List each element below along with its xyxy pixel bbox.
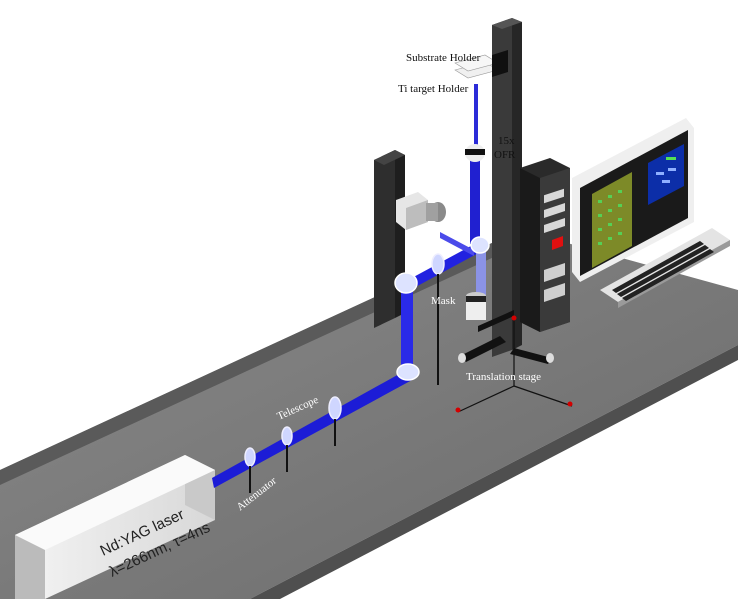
mirror-3 — [470, 236, 490, 254]
mirror-1 — [396, 363, 420, 381]
ti-target-holder-plate — [454, 54, 499, 79]
optics — [244, 50, 508, 493]
attenuator-lens — [244, 447, 256, 467]
left-post — [374, 150, 405, 328]
power-button — [552, 236, 563, 250]
keyboard — [600, 228, 730, 308]
beam-segment-3 — [408, 240, 484, 290]
beam-segment-camera — [440, 232, 474, 256]
computer-tower — [520, 158, 570, 332]
translation-stage — [455, 310, 573, 413]
objective-lens-ofr — [465, 144, 485, 162]
drive-bay — [544, 188, 564, 204]
label-ofr-line2: OFR — [494, 149, 516, 161]
beam-segment-5 — [474, 84, 478, 150]
table-front-edge — [250, 345, 738, 599]
beam-segment-2 — [401, 288, 413, 372]
telescope-lens-1 — [281, 426, 293, 446]
mirror-2 — [394, 272, 418, 294]
axis-markers — [455, 315, 573, 413]
beam-segment-down — [476, 250, 486, 300]
beam-segment-4 — [470, 150, 480, 244]
camera — [396, 192, 446, 230]
label-substrate-holder: Substrate Holder — [406, 52, 481, 64]
substrate-holder-arm — [492, 50, 508, 77]
telescope-lens-2 — [328, 396, 342, 420]
label-ti-target-holder: Ti target Holder — [398, 83, 469, 95]
right-post — [492, 18, 522, 357]
axis-lines — [457, 316, 573, 413]
laser-beam — [212, 84, 486, 488]
monitor — [572, 118, 694, 286]
laser-head: Nd:YAG laser λ=266nm, τ=4ns — [15, 455, 215, 599]
lower-objective — [466, 292, 486, 320]
mask-element — [431, 253, 445, 275]
label-translation-stage: Translation stage — [466, 371, 541, 383]
label-ofr-line1: 15x — [498, 135, 515, 147]
label-mask: Mask — [431, 295, 456, 307]
beam-segment-1 — [212, 368, 412, 488]
